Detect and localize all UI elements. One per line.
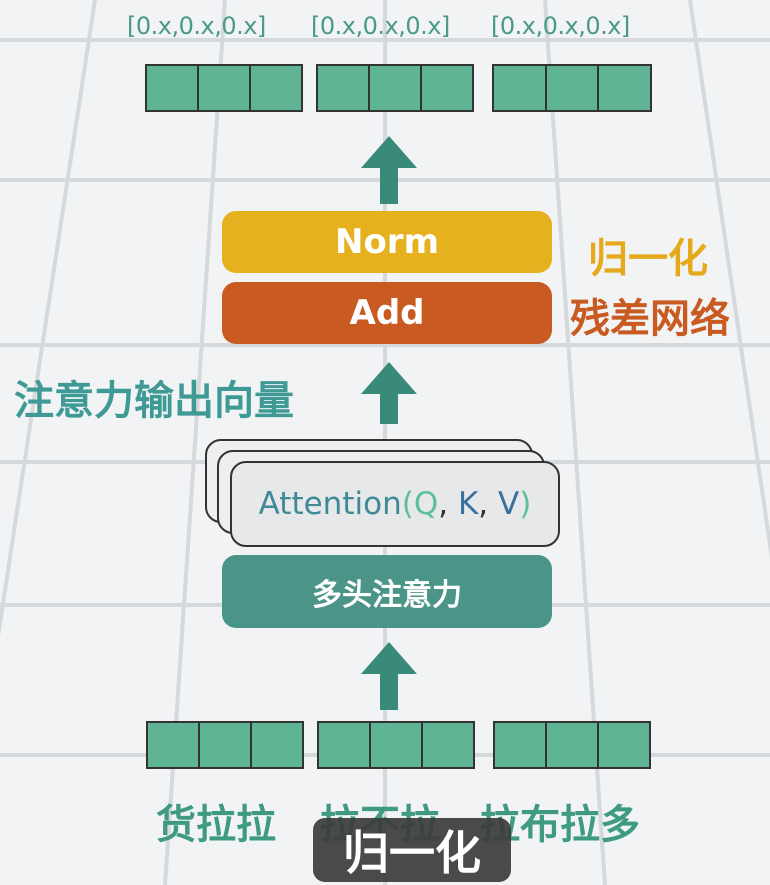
vector-cell [422,66,472,110]
norm-block: Norm [222,211,552,273]
output-vector-label-1: [0.x,0.x,0.x] [127,12,266,40]
vector-cell [251,66,301,110]
multi-head-attention-block: 多头注意力 [222,555,552,628]
attention-head-card-front: Attention(Q, K, V) [230,461,560,547]
vector-cell [423,723,473,767]
attention-output-label: 注意力输出向量 [14,378,294,424]
attention-formula: Attention(Q, K, V) [258,486,532,522]
vector-cell [319,723,369,767]
arrow-up-icon [361,362,417,424]
add-block: Add [222,282,552,344]
input-vector-2 [317,721,475,769]
output-vector-label-2: [0.x,0.x,0.x] [311,12,450,40]
vector-cell [370,66,420,110]
vector-cell [199,66,249,110]
arrow-up-icon [361,642,417,710]
vector-cell [599,723,649,767]
norm-label: 归一化 [588,236,708,282]
vector-cell [494,66,545,110]
arrow-up-icon [361,136,417,204]
output-vector-label-3: [0.x,0.x,0.x] [491,12,630,40]
vector-cell [547,723,597,767]
vector-cell [371,723,421,767]
input-token-1: 货拉拉 [156,802,276,848]
vector-cell [252,723,302,767]
vector-cell [147,66,197,110]
vector-cell [318,66,368,110]
video-subtitle: 归一化 [313,818,511,882]
output-vector-2 [316,64,474,112]
vector-cell [546,66,598,110]
vector-cell [599,66,651,110]
residual-label: 残差网络 [570,296,730,342]
input-vector-1 [146,721,304,769]
output-vector-3 [492,64,652,112]
vector-cell [200,723,250,767]
vector-cell [495,723,545,767]
output-vector-1 [145,64,303,112]
vector-cell [148,723,198,767]
input-vector-3 [493,721,651,769]
